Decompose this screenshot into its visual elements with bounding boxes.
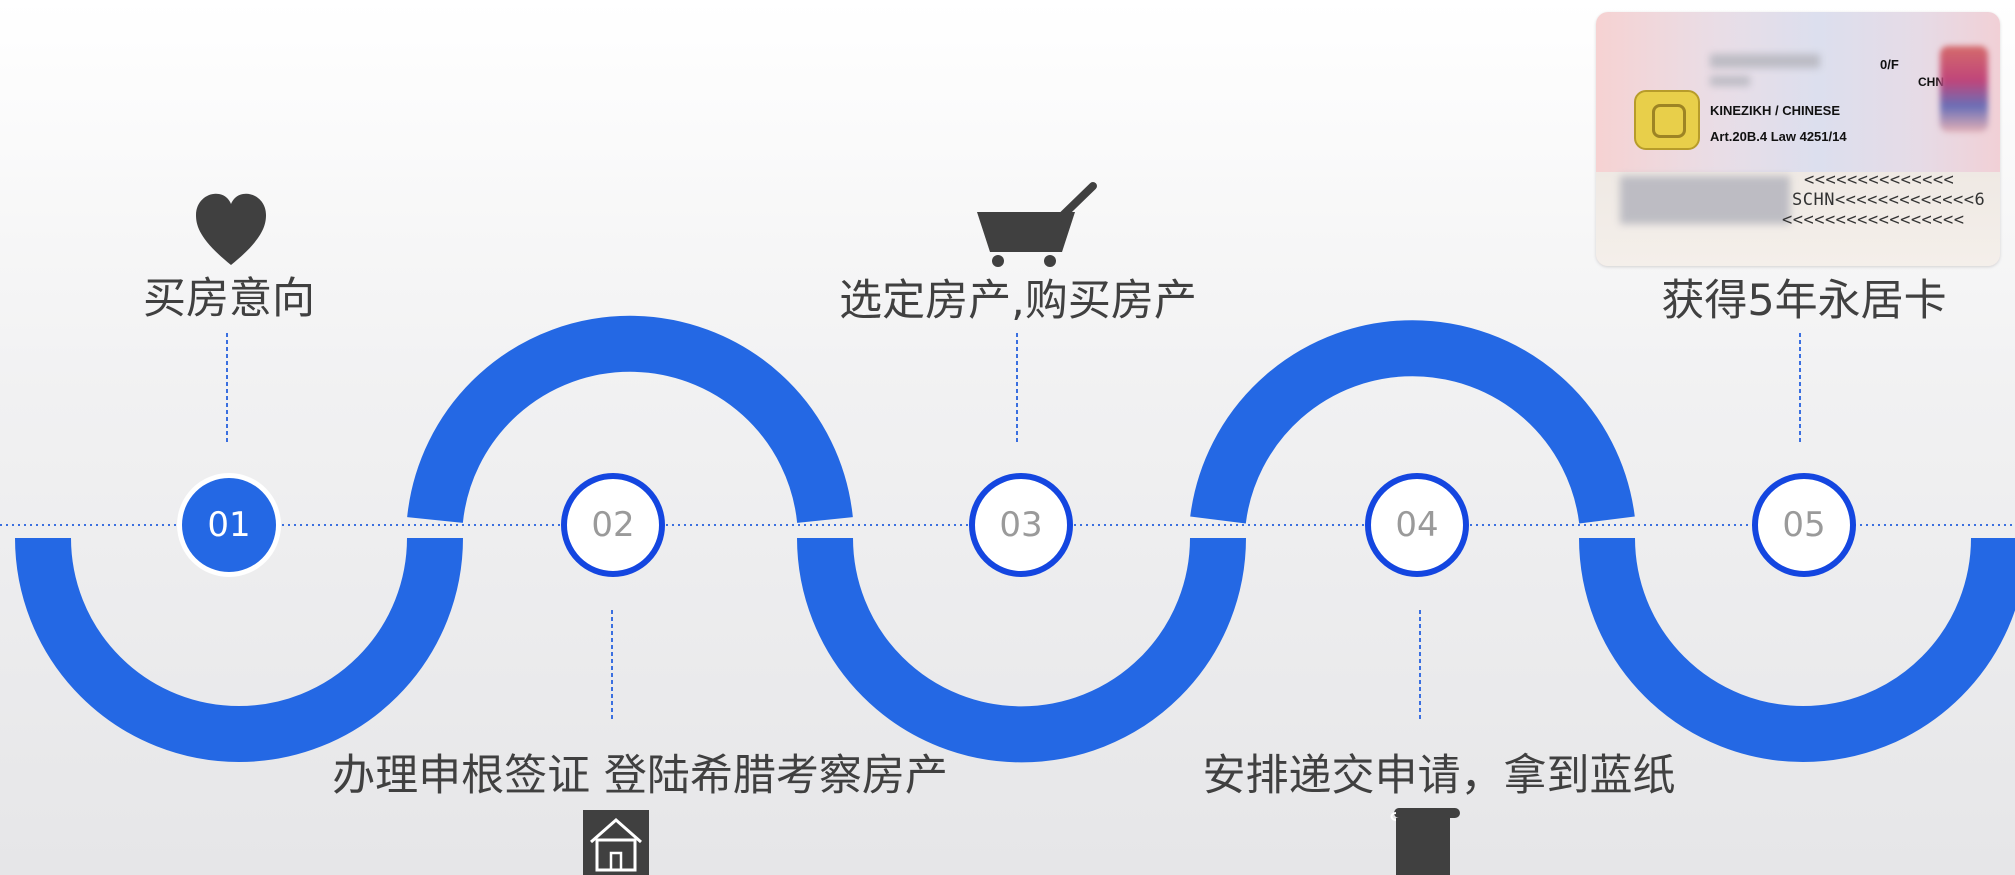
blurred-field (1710, 76, 1750, 86)
card-country-code: CHN (1918, 75, 1944, 89)
step-label-1: 买房意向 (143, 274, 315, 324)
chip-icon (1634, 90, 1700, 150)
blurred-field (1710, 54, 1820, 68)
step-number-2: 02 (591, 505, 635, 545)
step-circle-5 (1752, 473, 1856, 577)
step-number-3: 03 (999, 505, 1043, 545)
scroll-document-icon (1390, 808, 1460, 875)
step-label-3: 选定房产,购买房产 (839, 276, 1197, 326)
step-circle-1-fill (182, 478, 276, 572)
mrz-zone: <<<<<<<<<<<<<< SCHN<<<<<<<<<<<<<6 <<<<<<… (1596, 172, 2000, 266)
step-label-5: 获得5年永居卡 (1661, 276, 1947, 326)
mrz-line-2: SCHN<<<<<<<<<<<<<6 (1792, 190, 1986, 210)
mrz-line-3: <<<<<<<<<<<<<<<<< (1782, 210, 1965, 230)
step-label-2: 办理申根签证 登陆希腊考察房产 (332, 751, 948, 801)
step-number-5: 05 (1782, 505, 1826, 545)
step-number-1: 01 (207, 505, 251, 545)
step-circle-4 (1365, 473, 1469, 577)
shopping-cart-icon (977, 182, 1097, 267)
card-nationality: KINEZIKH / CHINESE (1710, 103, 1841, 118)
blurred-mrz (1620, 176, 1790, 224)
step-circle-2 (561, 473, 665, 577)
residence-card-image: 0/F CHN KINEZIKH / CHINESE Art.20B.4 Law… (1596, 12, 2000, 266)
heart-icon (196, 193, 266, 265)
card-header-text: 0/F (1880, 57, 1899, 72)
wave-segment-down-3 (1579, 537, 2015, 762)
mrz-line-1: <<<<<<<<<<<<<< (1804, 170, 1955, 190)
card-remarks: Art.20B.4 Law 4251/14 (1710, 129, 1847, 144)
wave-segment-down-2 (797, 537, 1246, 763)
card-photo (1940, 46, 1988, 132)
step-label-4: 安排递交申请，拿到蓝纸 (1202, 751, 1676, 801)
wave-segment-up-2 (1190, 320, 1635, 524)
step-number-4: 04 (1395, 505, 1439, 545)
house-icon (583, 810, 649, 875)
wave-segment-up-1 (407, 315, 853, 524)
wave-path (15, 315, 2015, 763)
wave-segment-down-1 (15, 537, 463, 762)
step-circle-3 (969, 473, 1073, 577)
